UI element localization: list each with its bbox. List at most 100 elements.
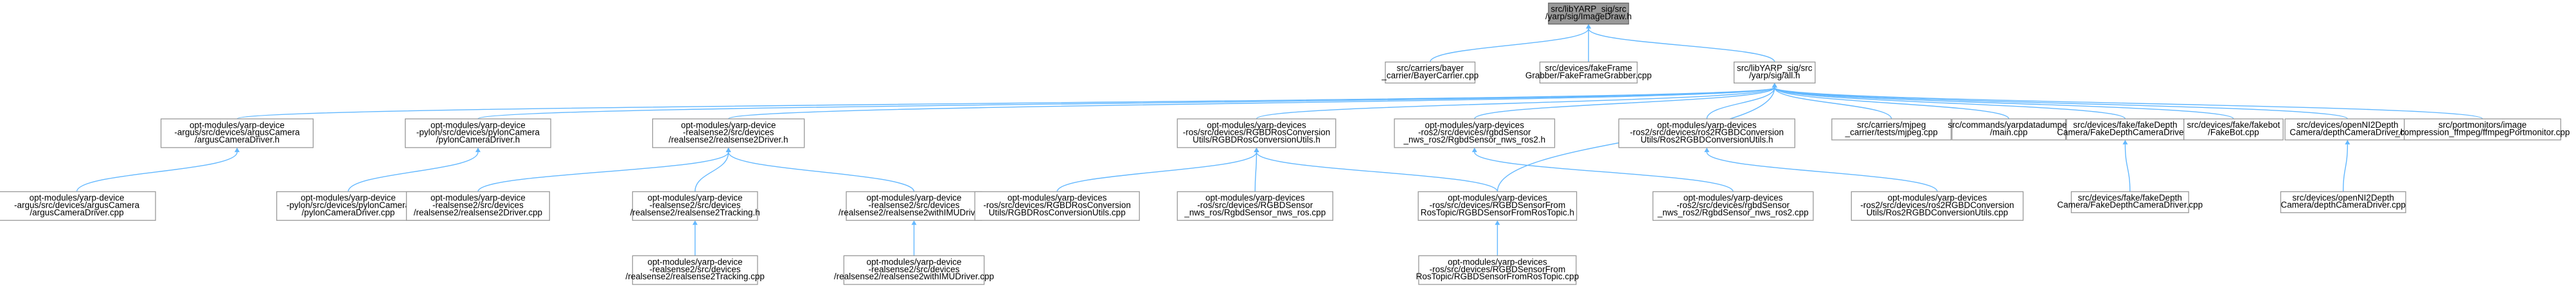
node-arguscameradriver-cpp[interactable]: opt-modules/yarp-device-argus/src/device… — [0, 191, 156, 221]
node-label-line: src/commands/yarpdatadumper — [1948, 120, 2070, 130]
include-edge — [236, 87, 1775, 119]
node-ros2rgbdconversionutils-h[interactable]: opt-modules/yarp-devices-ros2/src/device… — [1618, 118, 1795, 148]
edge-arrowhead — [475, 147, 481, 152]
node-all-h[interactable]: src/libYARP_sig/src/yarp/sig/all.h — [1734, 61, 1816, 83]
node-fakedepthcameradriver-cpp[interactable]: src/devices/fake/fakeDepthCamera/FakeDep… — [2057, 191, 2203, 213]
node-label-line: /realsense2/realsense2withIMUDriver.h — [839, 207, 990, 217]
node-pyloncameradriver-h[interactable]: opt-modules/yarp-device-pylon/src/device… — [405, 118, 551, 148]
node-depthcameradriver-cpp[interactable]: src/devices/openNI2DepthCamera/depthCame… — [2280, 191, 2406, 213]
node-rgbdsensor-nws-ros-cpp[interactable]: opt-modules/yarp-devices-ros/src/devices… — [1177, 191, 1333, 221]
node-label-line: -ros/src/devices/RGBDRosConversion — [1183, 128, 1331, 137]
include-edge — [1256, 87, 1775, 119]
node-label-line: opt-modules/yarp-device — [431, 193, 526, 203]
node-label-line: src/carriers/bayer — [1397, 63, 1464, 73]
node-fakedepthcameradriver-h[interactable]: src/devices/fake/fakeDepthCamera/FakeDep… — [2057, 118, 2194, 141]
node-main-cpp[interactable]: src/commands/yarpdatadumper/main.cpp — [1948, 118, 2070, 141]
node-label-line: Grabber/FakeFrameGrabber.cpp — [1525, 71, 1652, 80]
node-realsense2driver-cpp[interactable]: opt-modules/yarp-device-realsense2/src/d… — [405, 191, 550, 221]
edge-arrowhead — [2345, 139, 2350, 144]
node-box — [1618, 118, 1795, 148]
file-nodes: src/libYARP_sig/src/yarp/sig/ImageDraw.h… — [0, 3, 2570, 285]
edge-arrowhead — [1704, 147, 1710, 152]
node-label-line: opt-modules/yarp-devices — [1207, 120, 1306, 130]
include-edge — [2343, 144, 2349, 192]
node-ffmpegportmonitor-cpp[interactable]: src/portmonitors/image_compression_ffmpe… — [2395, 118, 2570, 141]
include-edge — [1706, 152, 1938, 192]
node-label-line: RosTopic/RGBDSensorFromRosTopic.cpp — [1416, 272, 1579, 281]
node-label-line: -ros/src/devices/RGBDRosConversion — [983, 200, 1131, 210]
include-edge — [2124, 144, 2131, 192]
node-label-line: -ros/src/devices/RGBDSensorFrom — [1430, 265, 1566, 274]
node-label-line: opt-modules/yarp-devices — [1008, 193, 1107, 203]
node-label-line: Camera/depthCameraDriver.cpp — [2281, 200, 2406, 210]
node-label-line: opt-modules/yarp-devices — [1657, 120, 1757, 130]
node-arguscameradriver-h[interactable]: opt-modules/yarp-device-argus/src/device… — [160, 118, 314, 148]
node-realsense2tracking-cpp[interactable]: opt-modules/yarp-device-realsense2/src/d… — [626, 255, 765, 285]
include-edge — [76, 152, 238, 192]
node-box — [843, 255, 985, 285]
node-label-line: -realsense2/src/devices — [869, 265, 960, 274]
include-edge — [1254, 152, 1257, 192]
node-rgbdsensor-nws-ros2-h[interactable]: opt-modules/yarp-devices-ros2/src/device… — [1394, 118, 1556, 148]
include-edge — [694, 152, 729, 192]
node-box — [1851, 191, 2024, 221]
node-rgbdsensorfromrostopic-cpp[interactable]: opt-modules/yarp-devices-ros/src/devices… — [1416, 255, 1579, 285]
include-edge — [1774, 87, 2009, 119]
node-label-line: opt-modules/yarp-device — [648, 193, 743, 203]
node-label-line: /yarp/sig/all.h — [1749, 71, 1800, 80]
include-edge — [727, 152, 915, 192]
node-label-line: -realsense2/src/devices — [869, 200, 960, 210]
node-label-line: Utils/Ros2RGBDConversionUtils.h — [1640, 135, 1773, 144]
node-realsense2withimudriver-cpp[interactable]: opt-modules/yarp-device-realsense2/src/d… — [834, 255, 994, 285]
node-pyloncameradriver-cpp[interactable]: opt-modules/yarp-device-pylon/src/device… — [276, 191, 420, 221]
node-box — [846, 191, 982, 221]
node-fakebot-cpp[interactable]: src/devices/fake/fakebot/FakeBot.cpp — [2183, 118, 2284, 141]
edge-arrowhead — [1586, 24, 1592, 29]
node-label-line: opt-modules/yarp-devices — [1448, 257, 1547, 267]
edge-arrowhead — [692, 220, 698, 225]
include-edge — [727, 87, 1775, 119]
node-label-line: Utils/RGBDRosConversionUtils.cpp — [989, 207, 1126, 217]
node-box — [652, 118, 805, 148]
node-mjpeg-cpp[interactable]: src/carriers/mjpeg_carrier/tests/mjpeg.c… — [1831, 118, 1952, 141]
node-rgbdsensorfromrostopic-h[interactable]: opt-modules/yarp-devices-ros/src/devices… — [1417, 191, 1577, 221]
node-label-line: opt-modules/yarp-devices — [1448, 193, 1547, 203]
node-label-line: RosTopic/RGBDSensorFromRosTopic.h — [1421, 207, 1574, 217]
node-label-line: -ros/src/devices/RGBDSensorFrom — [1430, 200, 1566, 210]
node-label-line: /pylonCameraDriver.cpp — [302, 207, 395, 217]
node-root-imagedraw-h[interactable]: src/libYARP_sig/src/yarp/sig/ImageDraw.h — [1545, 3, 1631, 25]
node-depthcameradriver-h[interactable]: src/devices/openNI2DepthCamera/depthCame… — [2284, 118, 2411, 141]
node-label-line: /main.cpp — [1990, 127, 2028, 137]
edge-arrowhead — [234, 147, 240, 152]
include-edge — [477, 87, 1775, 119]
node-box — [1734, 61, 1816, 83]
node-label-line: -pylon/src/devices/pylonCamera — [416, 128, 540, 137]
node-rgbdsensor-nws-ros2-cpp[interactable]: opt-modules/yarp-devices-ros2/src/device… — [1652, 191, 1814, 221]
node-label-line: Utils/Ros2RGBDConversionUtils.cpp — [1867, 207, 2009, 217]
node-rgbdrosconversionutils-cpp[interactable]: opt-modules/yarp-devices-ros/src/devices… — [974, 191, 1140, 221]
node-label-line: -ros2/src/devices/ros2RGBDConversion — [1860, 200, 2014, 210]
node-realsense2tracking-h[interactable]: opt-modules/yarp-device-realsense2/src/d… — [630, 191, 760, 221]
node-label-line: src/portmonitors/image — [2438, 120, 2527, 130]
node-box — [405, 191, 550, 221]
node-ros2rgbdconversionutils-cpp[interactable]: opt-modules/yarp-devices-ros2/src/device… — [1851, 191, 2024, 221]
node-label-line: -realsense2/src/devices — [683, 128, 774, 137]
node-label-line: -realsense2/src/devices — [432, 200, 524, 210]
node-realsense2withimudriver-h[interactable]: opt-modules/yarp-device-realsense2/src/d… — [839, 191, 990, 221]
node-fakeframegrabber-cpp[interactable]: src/devices/fakeFrameGrabber/FakeFrameGr… — [1525, 61, 1652, 83]
node-box — [0, 191, 156, 221]
node-label-line: opt-modules/yarp-device — [431, 120, 526, 130]
node-rgbdrosconversionutils-h[interactable]: opt-modules/yarp-devices-ros/src/devices… — [1177, 118, 1337, 148]
include-edge — [1706, 87, 1775, 119]
include-edge — [1474, 152, 1734, 192]
node-label-line: src/libYARP_sig/src — [1550, 4, 1626, 14]
node-label-line: Camera/FakeDepthCameraDriver.h — [2057, 127, 2193, 137]
node-box — [405, 118, 551, 148]
node-realsense2driver-h[interactable]: opt-modules/yarp-device-realsense2/src/d… — [652, 118, 805, 148]
node-bayercarrier-cpp[interactable]: src/carriers/bayer_carrier/BayerCarrier.… — [1381, 61, 1479, 83]
edge-arrowhead — [1772, 83, 1777, 88]
node-label-line: opt-modules/yarp-devices — [1888, 193, 1987, 203]
edge-arrowhead — [1254, 147, 1259, 152]
node-box — [1417, 191, 1577, 221]
node-box — [2070, 191, 2189, 213]
